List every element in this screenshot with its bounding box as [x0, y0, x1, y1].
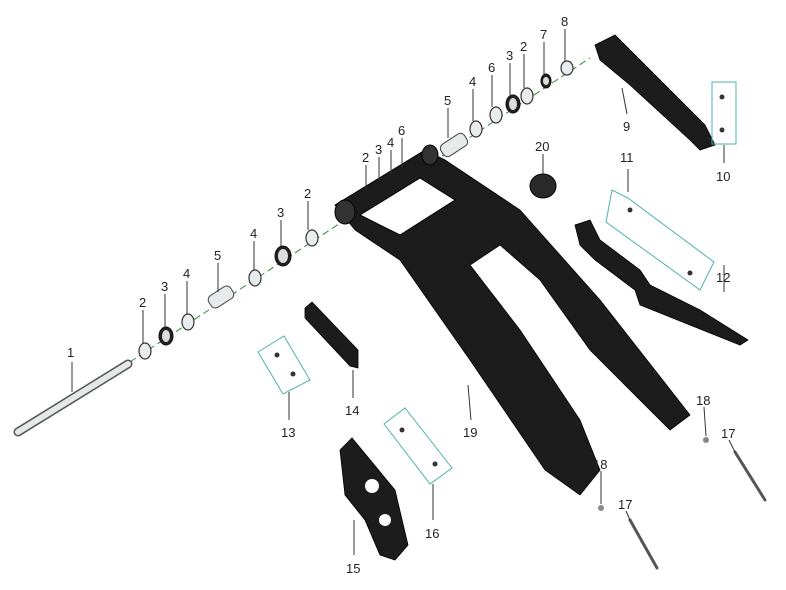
callout-5: 5 [214, 248, 221, 263]
callout-4: 4 [469, 74, 476, 89]
chain-guide-part [304, 301, 359, 369]
chain-slider-part [594, 34, 716, 151]
callout-17: 17 [618, 497, 632, 512]
axle-part [13, 359, 133, 437]
callout-15: 15 [346, 561, 360, 576]
screw-group-box-11 [605, 189, 715, 291]
callout-2: 2 [362, 150, 369, 165]
callout-4: 4 [183, 266, 190, 281]
callout-8: 8 [561, 14, 568, 29]
callout-2: 2 [139, 295, 146, 310]
bolt-part [733, 450, 767, 502]
callout-3: 3 [277, 205, 284, 220]
callout-14: 14 [345, 403, 359, 418]
nut-part [598, 505, 604, 511]
swingarm-part [334, 144, 691, 496]
callout-4: 4 [387, 135, 394, 150]
chain-guide-bracket-part [339, 437, 409, 561]
callout-1: 1 [67, 345, 74, 360]
callout-labels: 1 2 3 4 5 4 3 2 2 3 4 6 5 4 6 3 2 7 8 9 … [67, 14, 735, 576]
leader-lines [71, 29, 736, 555]
callout-16: 16 [425, 526, 439, 541]
callout-12: 12 [716, 270, 730, 285]
callout-3: 3 [506, 48, 513, 63]
bolt-part [628, 518, 659, 570]
screw-group-box-16 [383, 407, 453, 485]
callout-9: 9 [623, 119, 630, 134]
callout-3: 3 [375, 142, 382, 157]
callout-11: 11 [620, 150, 634, 165]
callout-20: 20 [535, 139, 549, 154]
callout-6: 6 [398, 123, 405, 138]
callout-18: 18 [696, 393, 710, 408]
screw-group-box-13 [257, 335, 311, 395]
screw-group-box-10 [711, 81, 737, 145]
callout-13: 13 [281, 425, 295, 440]
callout-19: 19 [463, 425, 477, 440]
callout-5: 5 [444, 93, 451, 108]
callout-10: 10 [716, 169, 730, 184]
callout-7: 7 [540, 27, 547, 42]
chain-guard-part [574, 219, 749, 346]
callout-4: 4 [250, 226, 257, 241]
nut-part [703, 437, 709, 443]
callout-3: 3 [161, 279, 168, 294]
rubber-bushing-part [529, 173, 557, 199]
callout-18: 18 [593, 457, 607, 472]
callout-2: 2 [520, 39, 527, 54]
callout-6: 6 [488, 60, 495, 75]
callout-17: 17 [721, 426, 735, 441]
callout-2: 2 [304, 186, 311, 201]
